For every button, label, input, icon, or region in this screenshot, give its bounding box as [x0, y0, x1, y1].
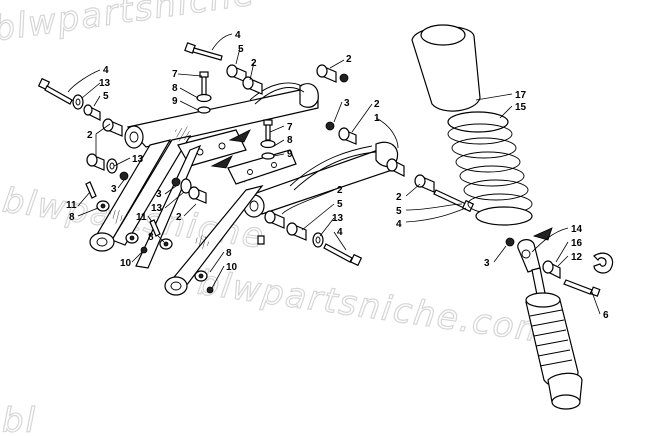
callout-3: 3: [156, 189, 162, 200]
callout-11: 11: [66, 200, 77, 211]
callout-6: 6: [603, 310, 609, 321]
bushing-left-mid: [102, 118, 123, 137]
callout-10: 10: [120, 258, 132, 269]
callout-2: 2: [251, 58, 257, 69]
callout-1: 1: [374, 113, 380, 124]
shock-spring: [447, 111, 533, 226]
callout-8: 8: [148, 232, 154, 243]
washer-left-upper: [72, 94, 84, 110]
callout-13: 13: [332, 213, 344, 224]
callout-5: 5: [396, 206, 402, 217]
callout-2: 2: [396, 192, 402, 203]
callout-5: 5: [337, 199, 343, 210]
callout-2: 2: [346, 54, 352, 65]
callout-7: 7: [287, 122, 293, 133]
callout-2: 2: [87, 130, 93, 141]
bolt-left-link: [85, 181, 97, 199]
callout-8: 8: [172, 83, 178, 94]
bushing-left-upper: [83, 104, 101, 121]
nut-left: [119, 171, 129, 181]
callout-15: 15: [515, 102, 527, 113]
callout-4: 4: [396, 219, 402, 230]
bolt-top-center: [184, 42, 223, 61]
callout-9: 9: [172, 96, 178, 107]
direction-arrow-lower: [210, 155, 233, 169]
callout-5: 5: [103, 91, 109, 102]
callout-8: 8: [69, 212, 75, 223]
direction-arrow-upper: [228, 129, 251, 143]
callout-2: 2: [176, 212, 182, 223]
callout-7: 7: [172, 69, 178, 80]
shock-absorber-assembly: [411, 24, 614, 410]
callout-8: 8: [287, 135, 293, 146]
watermark-text-top: blwpartsniche: [0, 0, 258, 50]
callout-10: 10: [226, 262, 238, 273]
callout-4: 4: [235, 30, 241, 41]
leader-lines: [67, 33, 601, 315]
callout-labels: 4 13 5 2 13 3 11 8 4 5 2 7 8 9 2 3 2 1 7…: [66, 30, 609, 321]
watermark-text-bottom: blwpartsniche.com: [195, 263, 553, 352]
shock-bumper-cap: [411, 24, 481, 112]
watermark-text-corner: bl: [2, 401, 37, 436]
callout-14: 14: [571, 224, 583, 235]
callout-9: 9: [287, 149, 293, 160]
callout-11: 11: [136, 212, 147, 223]
front-arm-assembly: [89, 82, 319, 269]
callout-16: 16: [571, 238, 583, 249]
callout-3: 3: [111, 184, 117, 195]
callout-17: 17: [515, 90, 527, 101]
callout-3: 3: [344, 98, 350, 109]
callout-13: 13: [99, 78, 111, 89]
callout-4: 4: [337, 227, 343, 238]
hardware-parts: [37, 42, 475, 294]
callout-5: 5: [238, 44, 244, 55]
bushing-left-lower: [86, 153, 105, 171]
callout-8: 8: [226, 248, 232, 259]
rear-arm-assembly: [164, 141, 399, 296]
bolt-left-upper: [37, 77, 73, 105]
direction-arrow-shock: [532, 227, 553, 241]
callout-13: 13: [151, 203, 163, 214]
callout-2: 2: [374, 99, 380, 110]
callout-2: 2: [337, 185, 343, 196]
callout-12: 12: [571, 252, 583, 263]
shock-body: [517, 239, 583, 410]
callout-3: 3: [484, 258, 490, 269]
callout-4: 4: [103, 65, 109, 76]
callout-13: 13: [132, 154, 144, 165]
